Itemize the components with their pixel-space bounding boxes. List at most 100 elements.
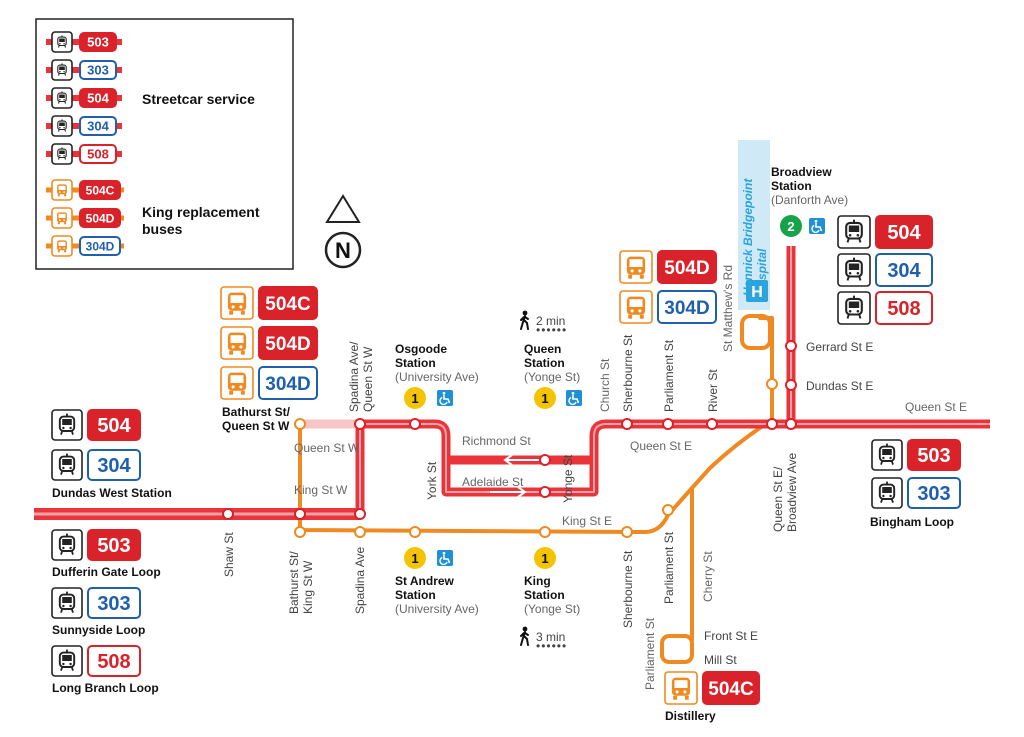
bus-icon xyxy=(619,290,653,324)
route-badge-304D: 304D xyxy=(258,366,318,400)
stop-spadina-queen xyxy=(354,418,366,430)
stop-spadina-bus xyxy=(354,526,366,538)
streetcar-icon xyxy=(837,253,871,287)
station-king: 1 King Station (Yonge St) 3 min •••••• xyxy=(520,547,580,653)
route-badge-508: 508 xyxy=(79,144,117,164)
bus-icon xyxy=(619,250,653,284)
route-number: 303 xyxy=(97,593,130,615)
label-cherry: Cherry St xyxy=(701,551,715,602)
label-queen-st-e-east: Queen St E xyxy=(905,400,967,414)
icon-glyph xyxy=(57,119,67,133)
route-number: 303 xyxy=(917,483,950,505)
walk-dots: •••••• xyxy=(536,323,567,337)
label-shaw: Shaw St xyxy=(222,532,236,577)
bus-icon xyxy=(664,671,698,705)
accessible-icon xyxy=(437,550,453,566)
route-number: 304 xyxy=(87,119,109,134)
broadview-line2: Station xyxy=(771,179,812,193)
route-badge-504D: 504D xyxy=(79,208,121,228)
stop-bathurst-king xyxy=(294,508,306,520)
bus-icon xyxy=(51,207,73,229)
subway-line2-icon xyxy=(780,215,802,237)
station-osgoode: 1 Osgoode Station (University Ave) xyxy=(395,342,479,409)
hospital-symbol: H xyxy=(751,284,763,301)
route-badge-303: 303 xyxy=(87,587,141,619)
route-badge-box xyxy=(87,529,141,561)
north-arrow-icon xyxy=(325,194,361,223)
subway-line1-icon xyxy=(534,547,556,569)
bus-icon xyxy=(51,235,73,257)
streetcar-icon xyxy=(51,449,83,481)
route-badge-503: 503 xyxy=(79,32,117,52)
route-badge-303: 303 xyxy=(79,60,117,80)
stop-sherbourne-bus xyxy=(621,526,633,538)
label-parliament-lower: Parliament St xyxy=(643,617,657,690)
station-st-andrew: 1 St Andrew Station (University Ave) xyxy=(395,547,479,616)
stop-spadina-king xyxy=(354,508,366,520)
stop-dundas-e xyxy=(785,379,797,391)
label-front-st-e: Front St E xyxy=(704,629,758,643)
bus-icon xyxy=(220,326,254,360)
icon-glyph xyxy=(58,649,76,672)
queen-name: Queen xyxy=(524,342,561,356)
king-walk-time: 3 min xyxy=(536,630,565,644)
walking-icon xyxy=(520,626,529,646)
route-badge-303: 303 xyxy=(907,477,961,509)
streetcar-icon xyxy=(51,645,83,677)
arrow-richmond-icon xyxy=(503,454,540,466)
icon-glyph xyxy=(57,63,67,77)
st-andrew-name: St Andrew xyxy=(395,574,455,588)
line-detour-center xyxy=(359,423,990,514)
stop-bathurst-queen xyxy=(294,418,306,430)
king-sub: (Yonge St) xyxy=(524,602,580,616)
bus-icon xyxy=(51,179,73,201)
osgoode-sub: (University Ave) xyxy=(395,370,479,384)
route-badge-box xyxy=(258,326,318,360)
route-number: 503 xyxy=(87,35,109,50)
hospital: Hennick Bridgepoint Hospital H xyxy=(738,140,770,310)
walk-dots: •••••• xyxy=(536,639,567,653)
label-bathurst-queen-2: Queen St W xyxy=(222,419,290,433)
queen-line2: Station xyxy=(524,356,565,370)
stop-sherbourne xyxy=(621,418,633,430)
bus-routes xyxy=(298,314,774,664)
label-sherbourne: Sherbourne St xyxy=(621,334,635,412)
legend-bus-label-1: King replacement xyxy=(142,204,260,220)
route-badge-box xyxy=(79,88,117,108)
icon-glyph xyxy=(58,591,76,614)
icon-glyph xyxy=(57,35,67,49)
king-line2: Station xyxy=(524,588,565,602)
label-dundas-e: Dundas St E xyxy=(806,379,873,393)
dufferin-gate-name: Dufferin Gate Loop xyxy=(52,565,161,579)
route-badge-box xyxy=(875,215,933,249)
queen-walk-time: 2 min xyxy=(536,314,565,328)
icon-glyph xyxy=(57,147,67,161)
arrow-adelaide-icon xyxy=(490,486,527,498)
streetcar-icon xyxy=(837,291,871,325)
route-badge-box xyxy=(79,144,117,164)
icon-glyph xyxy=(58,413,76,436)
accessible-icon xyxy=(437,390,453,406)
icon-glyph xyxy=(57,91,67,105)
route-badge-box xyxy=(907,439,961,471)
route-badge-box xyxy=(79,180,121,200)
bus-loop-distillery xyxy=(660,634,694,664)
hospital-icon xyxy=(746,280,768,302)
label-spadina: Spadina Ave xyxy=(353,547,367,614)
label-queen-st-w: Queen St W xyxy=(294,441,360,455)
line-number: 1 xyxy=(411,391,418,406)
label-bathurst-king-2: King St W xyxy=(301,560,315,614)
bus-icon xyxy=(220,366,254,400)
streetcar-icon xyxy=(871,477,903,509)
label-queen-broadview-1: Queen St E/ xyxy=(771,466,785,532)
route-badge-box xyxy=(87,449,141,481)
route-badge-304: 304 xyxy=(87,449,141,481)
label-richmond: Richmond St xyxy=(462,434,531,448)
legend-box xyxy=(35,18,294,270)
route-badge-box xyxy=(907,477,961,509)
label-st-matthews: St Matthew's Rd xyxy=(721,265,735,352)
stop-queen-broadview-w xyxy=(766,418,778,430)
route-number: 504 xyxy=(87,91,109,106)
label-river: River St xyxy=(706,369,720,412)
